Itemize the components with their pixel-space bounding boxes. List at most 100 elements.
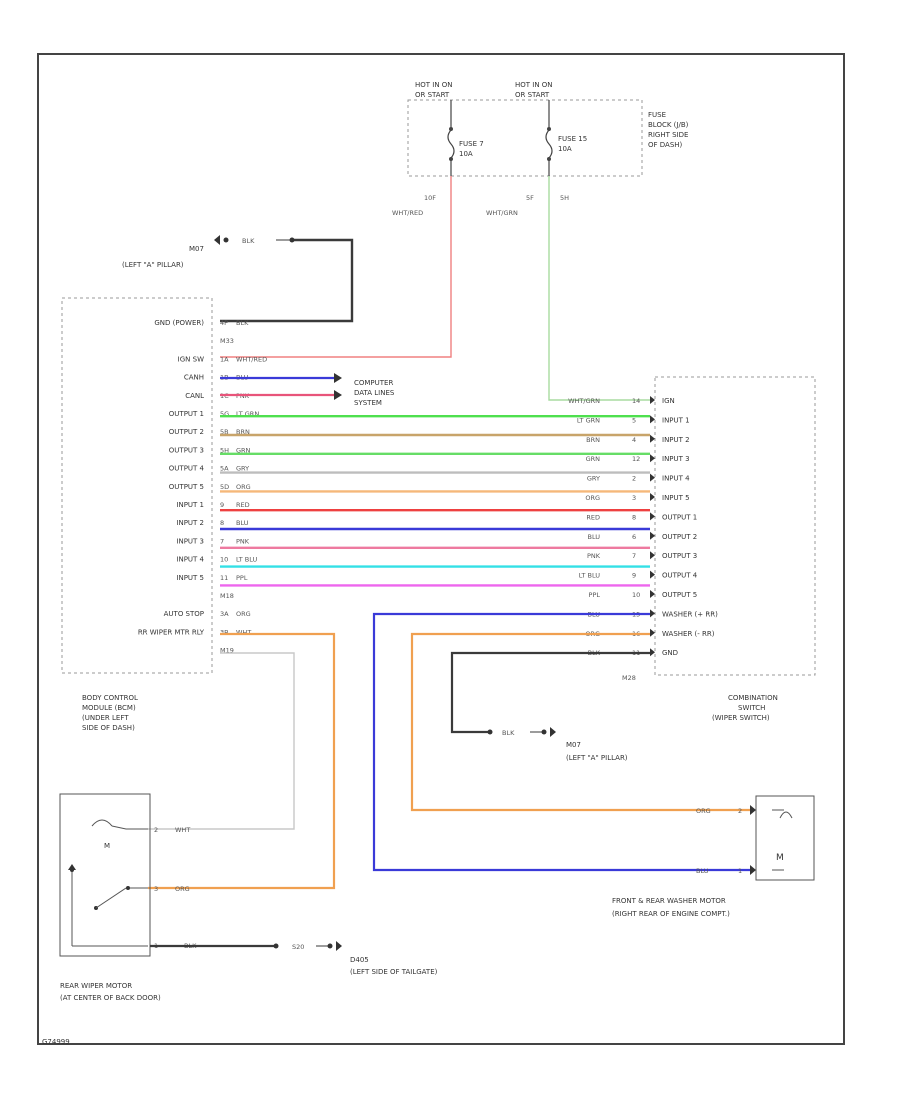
combo-connector-arrow-icon [650, 648, 655, 657]
wire-wht-red [220, 176, 452, 358]
hot-label-right: HOT IN ON [515, 81, 553, 89]
combo-pin-id: 10 [632, 591, 640, 599]
bcm-terminal-label: OUTPUT 3 [169, 446, 204, 454]
ground-bottom-arrow-icon [336, 941, 342, 951]
rear-wiper-caption-1: REAR WIPER MOTOR [60, 982, 132, 990]
ground-bottom-splice: S20 [292, 943, 304, 951]
combo-connector-arrow-icon [650, 415, 655, 424]
fuse-block-label-1: FUSE [648, 111, 666, 119]
ground-top-arrow-icon [214, 235, 220, 245]
washer-caption-1: FRONT & REAR WASHER MOTOR [612, 897, 726, 905]
combo-terminal-label: INPUT 4 [662, 475, 690, 483]
combo-terminal-label: OUTPUT 5 [662, 591, 697, 599]
ground-mid-wire: BLK [502, 729, 515, 737]
ground-bottom: S20 D405 (LEFT SIDE OF TAILGATE) [150, 941, 438, 976]
bcm-pin-id: 10 [220, 556, 228, 564]
rear-wiper-motor-icon: M [104, 842, 110, 850]
bcm-wire-color-label: LT GRN [236, 410, 259, 418]
bcm-terminal-label: INPUT 1 [176, 501, 204, 509]
bcm-wire-color-label: LT BLU [236, 556, 258, 564]
combo-connector-arrow-icon [650, 551, 655, 560]
bcm-terminal-label: CANH [184, 374, 204, 382]
combo-wire-color-label: RED [586, 513, 600, 521]
bcm-pin-id: 3A [220, 610, 229, 618]
combo-connector-arrow-icon [650, 434, 655, 443]
combo-wire-color-label: WHT/GRN [568, 397, 600, 405]
hot-label-right-sub: OR START [515, 91, 550, 99]
bcm-terminal-label: OUTPUT 1 [169, 410, 204, 418]
ground-bottom-location: (LEFT SIDE OF TAILGATE) [350, 968, 438, 976]
bcm-pin-id: 9 [220, 501, 224, 509]
computer-data-lines: COMPUTER DATA LINES SYSTEM [220, 373, 395, 407]
ground-top-wire: BLK [242, 237, 255, 245]
can-high-arrow-icon [334, 373, 342, 383]
washer-pin-1: 1 [738, 867, 742, 875]
ground-top-name: M07 [189, 245, 204, 253]
bcm-terminal-label: INPUT 2 [176, 519, 204, 527]
combo-terminal-label: WASHER (+ RR) [662, 610, 718, 618]
rear-wiper-wire-org: ORG [175, 885, 190, 893]
combo-terminal-label: INPUT 5 [662, 494, 690, 502]
bcm-pin-id: 5G [220, 410, 229, 418]
bcm-terminal-label: IGN SW [178, 355, 204, 363]
combo-wire-color-label: PNK [587, 552, 601, 560]
hot-label-left-sub: OR START [415, 91, 450, 99]
bcm-wire-color-label: ORG [236, 610, 251, 618]
rear-wiper-switch-icon [95, 887, 127, 909]
combo-wire-color-label: BRN [586, 436, 600, 444]
ground-top: BLK M07 (LEFT "A" PILLAR) [122, 235, 354, 323]
combo-connector-arrow-icon [650, 609, 655, 618]
bcm-wire-color-label: BLU [236, 519, 249, 527]
ground-mid: BLK M07 (LEFT "A" PILLAR) [450, 651, 650, 762]
fuse-block-label-2: BLOCK (J/B) [648, 121, 689, 129]
bcm-wire-color-label: BLK [236, 319, 249, 327]
bcm-terminal-label: AUTO STOP [164, 610, 204, 618]
rear-wiper-motor: 2 WHT 3 ORG 1 BLK M REAR WIPER MOTOR (AT… [59, 793, 197, 1002]
washer-motor: ORG 2 BLU 1 M FRONT & REAR WASHER MOTOR … [612, 795, 815, 918]
fuse-block-label-4: OF DASH) [648, 141, 683, 149]
computer-data-label-2: DATA LINES [354, 389, 395, 397]
bcm-terminal-label: GND (POWER) [154, 319, 204, 327]
bcm-pin-id: 3B [220, 628, 229, 636]
combo-pin-id: 5 [632, 416, 636, 424]
fuse-7-amp: 10A [459, 150, 473, 158]
bcm-wire-color-label: GRY [236, 465, 249, 473]
combo-pin-id: 9 [632, 572, 636, 580]
combo-pin-id: 7 [632, 552, 636, 560]
combo-wire-color-label: LT GRN [577, 416, 600, 424]
bcm-terminal-label: OUTPUT 4 [169, 465, 205, 473]
bcm-pin-id: 7 [220, 537, 224, 545]
computer-data-label-3: SYSTEM [354, 399, 382, 407]
signal-wires [220, 415, 650, 587]
bcm-pin-id: 5H [220, 446, 229, 454]
fuse-15-amp: 10A [558, 145, 572, 153]
bcm-pin-id: M33 [220, 337, 234, 345]
bcm-terminal-label: CANL [185, 392, 204, 400]
bcm-pin-id: 5D [220, 483, 229, 491]
diagram-frame [37, 53, 845, 1045]
bcm-pin-id: M18 [220, 592, 234, 600]
bcm-terminal-label: RR WIPER MTR RLY [138, 628, 205, 636]
ground-top-location: (LEFT "A" PILLAR) [122, 261, 184, 269]
combo-pin-id: 12 [632, 455, 640, 463]
bcm-terminal-label: INPUT 4 [176, 556, 204, 564]
wire-wht-grn [548, 176, 650, 401]
combo-terminal-label: OUTPUT 3 [662, 552, 697, 560]
combo-wire-color-label: GRN [586, 455, 601, 463]
combo-wire-color-label: LT BLU [579, 572, 601, 580]
combo-connector-arrow-icon [650, 454, 655, 463]
combo-pin-id: M28 [622, 674, 636, 682]
bcm-terminal-label: INPUT 3 [176, 537, 204, 545]
wire-org-auto-stop [148, 632, 336, 890]
washer-wire-blu: BLU [696, 867, 709, 875]
rear-wiper-pin-3: 3 [154, 885, 158, 893]
fuse-7-symbol [447, 129, 455, 159]
fuse-wire-wht-grn: WHT/GRN [486, 209, 518, 217]
combo-pin-id: 14 [632, 397, 640, 405]
combo-pin-id: 3 [632, 494, 636, 502]
combo-wire-color-label: GRY [587, 475, 600, 483]
combo-caption-2: SWITCH [738, 704, 765, 712]
bcm-wire-color-label: GRN [236, 446, 251, 454]
